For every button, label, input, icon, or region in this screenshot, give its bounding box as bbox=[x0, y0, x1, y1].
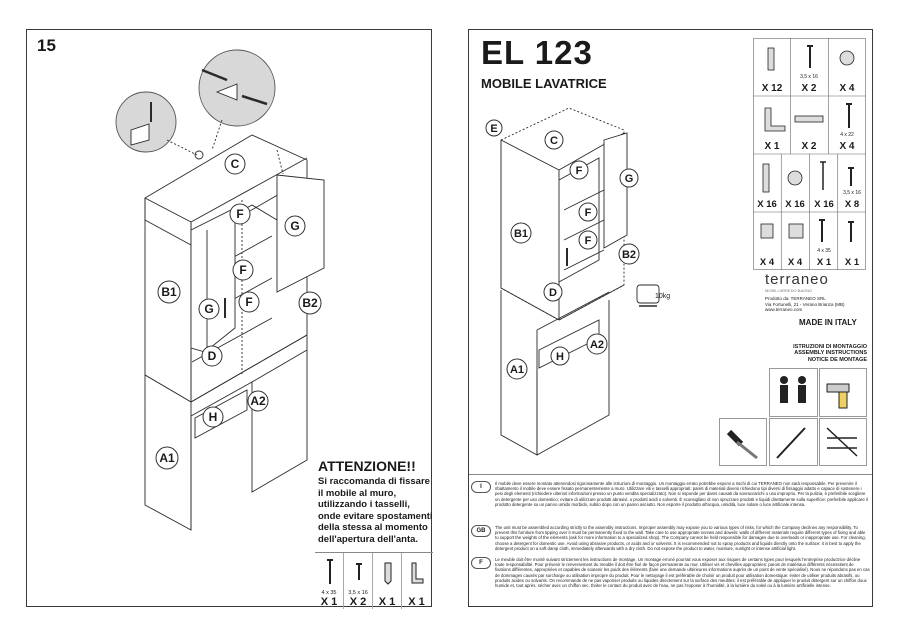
label-g: G bbox=[625, 173, 634, 185]
label-a1: A1 bbox=[159, 451, 175, 465]
brand-tagline: MOBILI ARREDO BAGNO bbox=[765, 288, 813, 293]
tools-panel bbox=[769, 368, 867, 466]
weight-label: 10kg bbox=[655, 293, 670, 300]
label-a1: A1 bbox=[510, 364, 524, 376]
label-h: H bbox=[556, 351, 564, 363]
made-in-italy: MADE IN ITALY bbox=[799, 318, 857, 327]
brand-logo: terraneo bbox=[765, 271, 829, 288]
product-illustration: E C F G F B1 F B2 D A2 H A1 10kg bbox=[485, 107, 670, 456]
hardware-screw-3-5x16: 3,5 x 16 X 2 bbox=[344, 553, 373, 609]
label-d: D bbox=[208, 349, 217, 363]
label-f-2: F bbox=[239, 263, 246, 277]
label-a2: A2 bbox=[590, 339, 604, 351]
notes-section: I Il mobile deve essere montato attenend… bbox=[469, 474, 872, 609]
label-e: E bbox=[490, 123, 497, 135]
hardware-bracket: X 1 bbox=[402, 553, 431, 609]
two-persons-icon bbox=[769, 368, 818, 417]
warning-body: Si raccomanda di fissare il mobile al mu… bbox=[318, 476, 433, 545]
label-f-3: F bbox=[245, 295, 252, 309]
label-c: C bbox=[550, 135, 558, 147]
screw-icon bbox=[356, 563, 362, 580]
screw-icon bbox=[327, 559, 333, 584]
parts-size-3-5x16: 3,5 x 16 bbox=[800, 74, 818, 80]
label-f-1: F bbox=[576, 165, 583, 177]
label-h: H bbox=[209, 410, 218, 424]
producer-info: Prodotto da: TERRANEO SRL Via Fortunelli… bbox=[765, 296, 845, 313]
label-c: C bbox=[231, 157, 240, 171]
warning-title: ATTENZIONE!! bbox=[318, 458, 416, 474]
label-g-1: G bbox=[290, 219, 299, 233]
parts-grid: X 12 X 2 X 4 3,5 x 16 X 1 X 2 X 4 4 x 22… bbox=[753, 38, 866, 275]
parts-size-4x35: 4 x 35 bbox=[817, 248, 831, 254]
hammer-icon bbox=[719, 418, 767, 466]
label-a2: A2 bbox=[250, 394, 266, 408]
hardware-dowel: X 1 bbox=[373, 553, 402, 609]
label-b2: B2 bbox=[302, 296, 318, 310]
hardware-row: 4 x 35 X 1 3,5 x 16 X 2 X 1 X 1 bbox=[315, 552, 433, 609]
page-number: 15 bbox=[37, 36, 56, 55]
assembly-illustration: C F G F B1 F G B2 D A2 H A1 bbox=[115, 49, 325, 531]
label-f-2: F bbox=[585, 207, 592, 219]
lang-badge-i: I bbox=[471, 481, 491, 493]
label-b2: B2 bbox=[622, 249, 636, 261]
bracket-icon bbox=[411, 562, 424, 584]
label-b1: B1 bbox=[514, 228, 528, 240]
parts-size-4x22: 4 x 22 bbox=[840, 132, 854, 138]
product-code: EL 123 bbox=[481, 34, 593, 71]
folding-ruler-icon bbox=[819, 418, 867, 466]
label-b1: B1 bbox=[161, 285, 177, 299]
drill-icon bbox=[819, 368, 867, 417]
hardware-screw-4x35: 4 x 35 X 1 bbox=[315, 553, 344, 609]
screwdriver-icon bbox=[769, 418, 818, 466]
lang-badge-gb: GB bbox=[471, 525, 491, 537]
parts-size-3-5x16-b: 3,5 x 16 bbox=[843, 190, 861, 196]
dowel-icon bbox=[384, 562, 392, 585]
label-f-1: F bbox=[236, 207, 243, 221]
lang-badge-f: F bbox=[471, 557, 491, 569]
instructions-heading: ISTRUZIONI DI MONTAGGIO ASSEMBLY INSTRUC… bbox=[793, 344, 867, 363]
parts-grid-frame bbox=[753, 38, 866, 270]
label-d: D bbox=[549, 287, 557, 299]
product-name: MOBILE LAVATRICE bbox=[481, 76, 607, 91]
label-f-3: F bbox=[585, 235, 592, 247]
right-page: EL 123 MOBILE LAVATRICE E C bbox=[468, 29, 873, 607]
label-g-2: G bbox=[204, 302, 213, 316]
left-page: 15 bbox=[26, 29, 433, 609]
